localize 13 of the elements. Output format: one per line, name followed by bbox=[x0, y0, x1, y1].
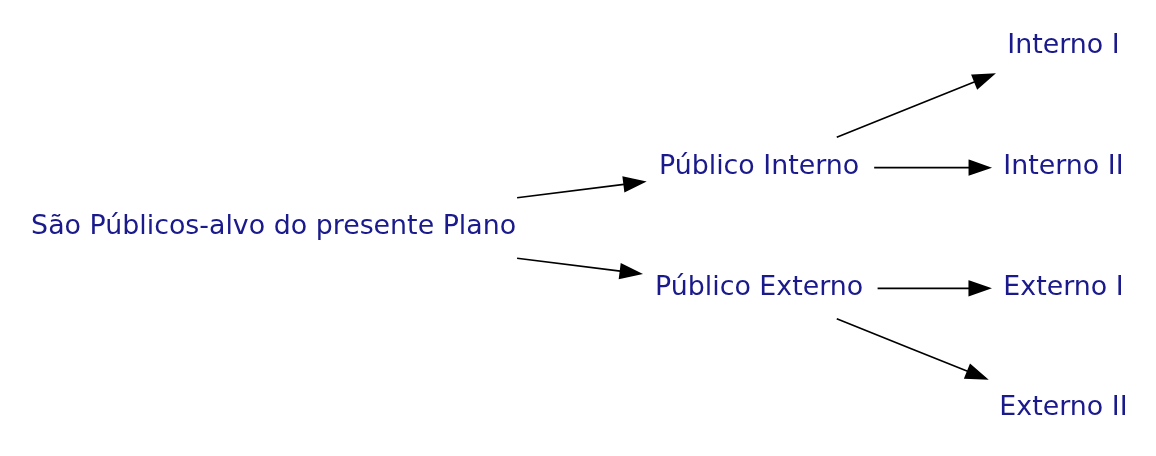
arrow bbox=[873, 159, 993, 176]
node-text: Público Interno bbox=[658, 149, 860, 180]
node-text: Interno I bbox=[1007, 28, 1120, 60]
node-text: Interno II bbox=[1003, 149, 1124, 180]
node-text: São Públicos-alvo do presente Plano bbox=[31, 209, 517, 241]
arrow bbox=[516, 257, 644, 280]
node-text: Público Externo bbox=[655, 269, 864, 301]
arrow bbox=[876, 280, 992, 297]
node-text: Externo II bbox=[999, 390, 1128, 422]
arrow bbox=[835, 73, 996, 138]
arrow bbox=[835, 318, 989, 380]
node-text: Externo I bbox=[1003, 269, 1124, 301]
arrow bbox=[516, 176, 647, 199]
